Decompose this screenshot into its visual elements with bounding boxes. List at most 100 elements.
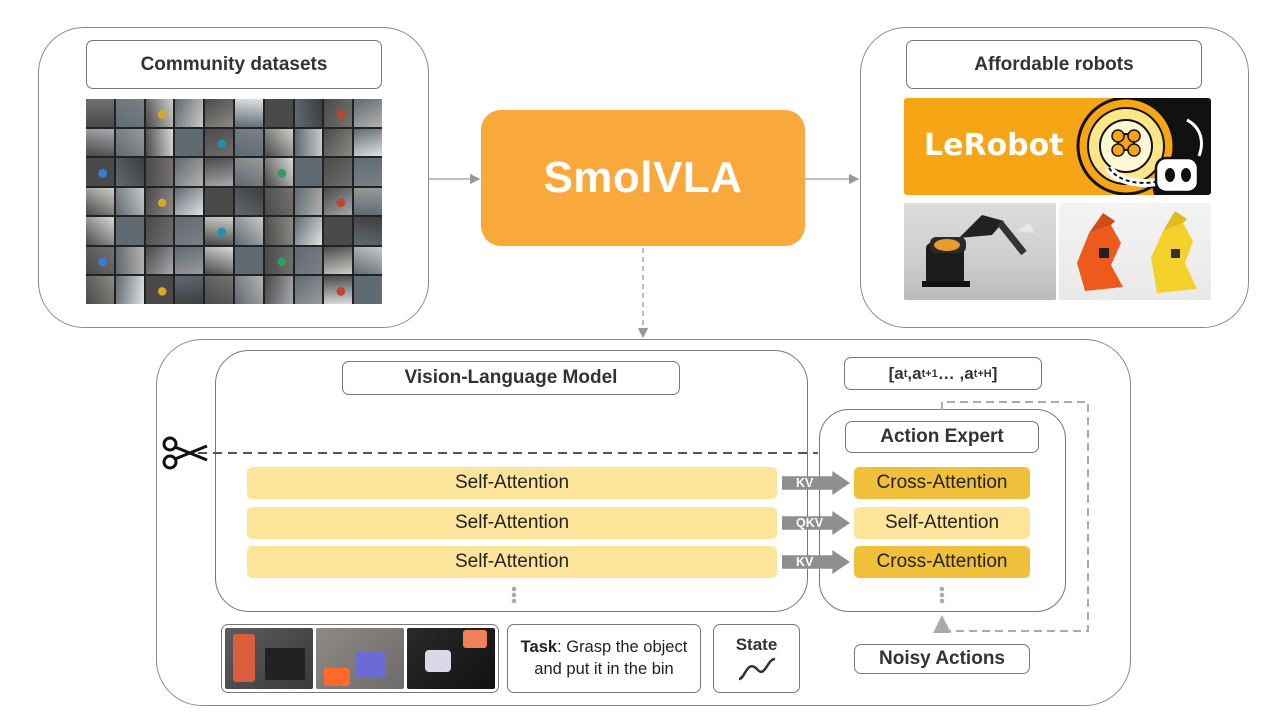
dataset-thumbnail: [354, 217, 382, 245]
smolvla-block: SmolVLA: [481, 110, 805, 246]
dataset-thumbnail: [175, 158, 204, 186]
dataset-thumbnail: [234, 246, 263, 275]
dataset-thumbnail: [234, 187, 263, 216]
dataset-thumbnail: [175, 99, 204, 127]
dataset-thumbnail: [234, 276, 263, 304]
task-text: : Grasp the object and put it in the bin: [534, 638, 688, 678]
dataset-thumbnail: [205, 128, 233, 157]
dataset-thumbnail: [324, 276, 353, 304]
expert-more-layers-dots: [939, 586, 945, 604]
dataset-thumbnail: [324, 158, 353, 186]
dataset-thumbnail: [115, 99, 144, 127]
noisy-actions-label: Noisy Actions: [854, 644, 1030, 674]
dataset-thumbnail: [354, 128, 382, 157]
state-box: State: [713, 624, 800, 693]
dataset-thumbnail: [264, 246, 293, 275]
dataset-thumbnail: [205, 276, 233, 304]
task-label: Task: [520, 638, 558, 657]
dataset-thumbnail: [86, 158, 114, 186]
vlm-layer-3: Self-Attention: [247, 546, 777, 578]
dataset-thumbnail: [234, 99, 263, 127]
robot-arm-photo: [904, 203, 1056, 300]
dataset-thumbnail: [234, 128, 263, 157]
camera-views-frame: [221, 624, 499, 693]
dataset-thumbnail: [175, 246, 204, 275]
dataset-thumbnail: [115, 276, 144, 304]
dataset-thumbnail: [264, 158, 293, 186]
vlm-layer-2: Self-Attention: [247, 507, 777, 539]
dataset-thumbnail: [115, 128, 144, 157]
dataset-thumbnail: [294, 187, 323, 216]
dataset-thumbnail: [205, 187, 233, 216]
denoise-feedback-loop: [933, 401, 1089, 633]
dataset-thumbnail: [324, 246, 353, 275]
expert-layer-1: Cross-Attention: [854, 467, 1030, 499]
dataset-thumbnail: [354, 187, 382, 216]
community-datasets-mosaic: [86, 99, 382, 304]
dataset-thumbnail: [86, 99, 114, 127]
dataset-thumbnail: [324, 99, 353, 127]
dataset-thumbnail: [115, 246, 144, 275]
dataset-thumbnail: [354, 246, 382, 275]
dataset-thumbnail: [145, 187, 174, 216]
community-datasets-title: Community datasets: [86, 40, 382, 89]
affordable-robots-title: Affordable robots: [906, 40, 1202, 89]
dataset-thumbnail: [175, 128, 204, 157]
dataset-thumbnail: [115, 158, 144, 186]
dataset-thumbnail: [264, 276, 293, 304]
robot-arm-icon: [922, 215, 1034, 287]
dataset-thumbnail: [86, 276, 114, 304]
dataset-thumbnail: [175, 187, 204, 216]
dataset-thumbnail: [175, 276, 204, 304]
task-instruction-box: Task: Grasp the object and put it in the…: [507, 624, 701, 693]
dataset-thumbnail: [115, 217, 144, 245]
dataset-thumbnail: [205, 158, 233, 186]
dataset-thumbnail: [205, 246, 233, 275]
action-expert-title: Action Expert: [845, 421, 1039, 453]
dataset-thumbnail: [294, 99, 323, 127]
dataset-thumbnail: [324, 128, 353, 157]
vlm-title: Vision-Language Model: [342, 361, 680, 395]
dataset-thumbnail: [145, 128, 174, 157]
camera-view-1: [225, 628, 313, 689]
smolvla-title: SmolVLA: [543, 153, 743, 202]
dataset-thumbnail: [205, 99, 233, 127]
lerobot-logo-text: LeRobot: [924, 128, 1064, 163]
dataset-thumbnail: [145, 246, 174, 275]
dataset-thumbnail: [86, 217, 114, 245]
dataset-thumbnail: [264, 128, 293, 157]
dataset-thumbnail: [234, 158, 263, 186]
dataset-thumbnail: [234, 217, 263, 245]
dataset-thumbnail: [86, 187, 114, 216]
dataset-thumbnail: [115, 187, 144, 216]
state-label: State: [735, 634, 778, 654]
camera-view-3: [407, 628, 495, 689]
dataset-thumbnail: [86, 128, 114, 157]
scissors-icon: [162, 436, 208, 470]
expert-layer-3: Cross-Attention: [854, 546, 1030, 578]
dataset-thumbnail: [294, 217, 323, 245]
dataset-thumbnail: [354, 158, 382, 186]
dataset-thumbnail: [294, 246, 323, 275]
robot-pair-photo: [1059, 203, 1211, 300]
dataset-thumbnail: [324, 217, 353, 245]
sine-wave-icon: [738, 657, 775, 680]
dataset-thumbnail: [354, 99, 382, 127]
dataset-thumbnail: [264, 187, 293, 216]
lerobot-banner: LeRobot: [904, 98, 1211, 195]
camera-view-2: [316, 628, 404, 689]
expert-layer-2: Self-Attention: [854, 507, 1030, 539]
vlm-layer-1: Self-Attention: [247, 467, 777, 499]
dataset-thumbnail: [145, 217, 174, 245]
dataset-thumbnail: [175, 217, 204, 245]
dataset-thumbnail: [145, 158, 174, 186]
dataset-thumbnail: [264, 99, 293, 127]
dataset-thumbnail: [86, 246, 114, 275]
dataset-thumbnail: [145, 276, 174, 304]
dataset-thumbnail: [145, 99, 174, 127]
robots-orange-yellow-icon: [1077, 211, 1197, 293]
dataset-thumbnail: [264, 217, 293, 245]
